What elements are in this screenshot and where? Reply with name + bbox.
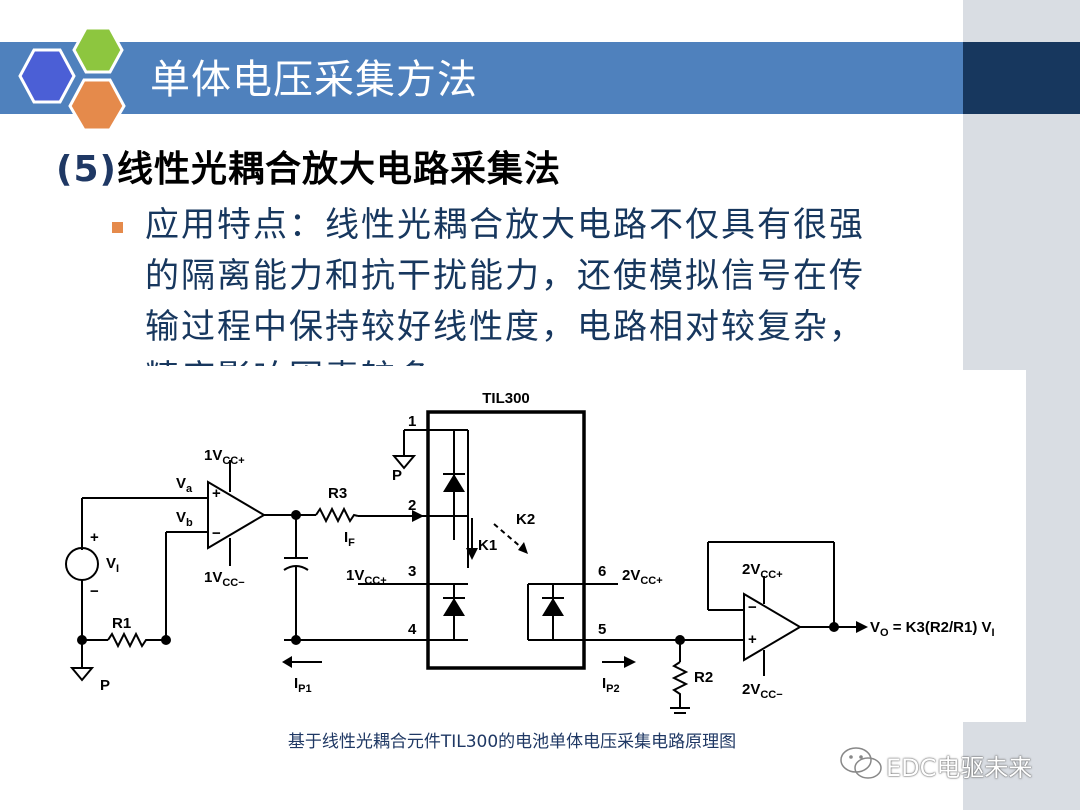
ground-p-label-pin1: P xyxy=(392,467,402,484)
vb-label: Vb xyxy=(176,509,193,529)
k2-label: K2 xyxy=(516,511,535,528)
resistor-r3 xyxy=(315,506,359,524)
output-arrow xyxy=(856,621,868,633)
ip2-arrow xyxy=(624,656,636,668)
bullet-block: 应用特点：线性光耦合放大电路不仅具有很强 的隔离能力和抗干扰能力，还使模拟信号在… xyxy=(145,200,985,366)
circuit-diagram: TIL300 1 P 2 3 4 6 5 K1 K2 + − 1VCC+ 1VC… xyxy=(65,390,995,714)
logo-hex-green xyxy=(72,26,124,74)
figure-caption: 基于线性光耦合元件TIL300的电池单体电压采集电路原理图 xyxy=(287,732,737,752)
resistor-r1 xyxy=(107,631,166,649)
opamp-2 xyxy=(743,592,802,662)
if-arrow xyxy=(412,510,424,522)
pin3-label: 3 xyxy=(408,563,416,580)
hexagon-logo xyxy=(18,26,126,132)
til300-label: TIL300 xyxy=(482,390,530,407)
opamp-1 xyxy=(207,480,266,550)
opamp1-plus: + xyxy=(212,485,221,502)
k1-label: K1 xyxy=(478,537,497,554)
slide-title: 单体电压采集方法 xyxy=(150,57,478,103)
ground-p-pin1 xyxy=(391,455,417,470)
pin1-label: 1 xyxy=(408,413,416,430)
va-label: Va xyxy=(176,475,193,495)
heading-number: (5) xyxy=(56,149,117,190)
pin6-label: 6 xyxy=(598,563,606,580)
node-cap-bottom xyxy=(291,635,301,645)
voltage-source-vi xyxy=(65,547,99,581)
ip1-label: IP1 xyxy=(294,675,312,695)
ground-p-label-left: P xyxy=(100,677,110,694)
watermark-text: EDC电驱未来 xyxy=(886,754,1033,782)
if-label: IF xyxy=(344,529,355,549)
section-heading: (5)线性光耦合放大电路采集法 xyxy=(56,140,561,192)
pin2-label: 2 xyxy=(408,497,416,514)
opamp2-vcc-neg: 2VCC− xyxy=(742,681,783,701)
ground-p-left xyxy=(69,667,95,682)
vi-plus: + xyxy=(90,529,99,546)
title-bar xyxy=(0,42,963,114)
led-diode xyxy=(443,474,465,492)
bullet-line-3: 输过程中保持较好线性度，电路相对较复杂， xyxy=(145,307,865,347)
opamp1-vcc-neg: 1VCC− xyxy=(204,569,245,589)
logo-hex-blue xyxy=(18,48,76,104)
r3-label: R3 xyxy=(328,485,347,502)
r1-label: R1 xyxy=(112,615,131,632)
wechat-icon xyxy=(840,747,882,779)
pin6-supply: 2VCC+ xyxy=(622,567,663,587)
bullet-line-4: 精度影响因素较多。 xyxy=(145,353,985,366)
opamp1-minus: − xyxy=(212,525,221,542)
heading-text: 线性光耦合放大电路采集法 xyxy=(116,149,561,190)
opamp2-minus: − xyxy=(748,599,757,616)
photodiode-1 xyxy=(443,598,465,616)
opamp1-vcc-pos: 1VCC+ xyxy=(204,447,245,467)
bullet-line-1: 应用特点：线性光耦合放大电路不仅具有很强 xyxy=(145,205,865,245)
opamp2-vcc-pos: 2VCC+ xyxy=(742,561,783,581)
k2-arrow xyxy=(518,542,528,554)
title-bar-accent xyxy=(963,42,1080,114)
vi-label: VI xyxy=(106,555,119,575)
vi-minus: − xyxy=(90,583,99,600)
circuit-figure-panel xyxy=(58,370,1026,722)
bullet-marker xyxy=(112,222,123,233)
r2-label: R2 xyxy=(694,669,713,686)
ip2-label: IP2 xyxy=(602,675,620,695)
ip1-arrow xyxy=(282,656,292,668)
logo-hex-orange xyxy=(68,78,126,132)
pin5-label: 5 xyxy=(598,621,606,638)
resistor-r2 xyxy=(671,661,689,708)
opamp2-plus: + xyxy=(748,631,757,648)
til300-box xyxy=(426,410,586,670)
bullet-line-2: 的隔离能力和抗干扰能力，还使模拟信号在传 xyxy=(145,256,865,296)
vo-formula: VO = K3(R2/R1) VI xyxy=(870,619,995,639)
k1-arrow xyxy=(466,548,478,560)
node-output xyxy=(829,622,839,632)
pin4-label: 4 xyxy=(408,621,417,638)
pin3-supply: 1VCC+ xyxy=(346,567,387,587)
